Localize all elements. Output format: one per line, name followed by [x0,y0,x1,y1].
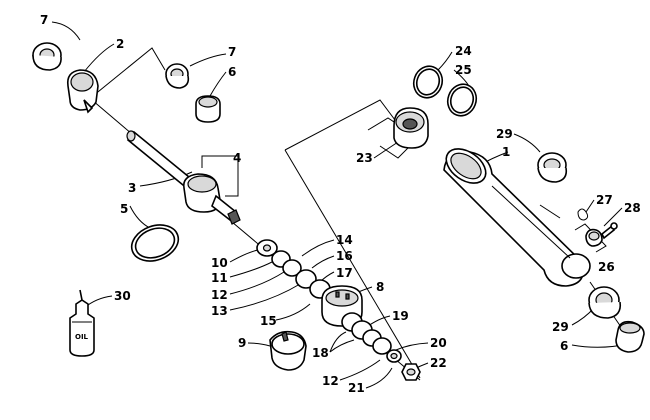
callout-2: 2 [116,37,124,51]
callout-20: 20 [430,336,447,350]
callout-12: 12 [322,374,339,388]
callout-24: 24 [455,44,472,58]
part-9-retaining-ring [269,330,307,371]
callout-28: 28 [624,201,641,215]
callout-22: 22 [430,356,447,370]
part-2-upper-eyelet [66,69,99,114]
callout-26: 26 [598,260,615,274]
callout-29: 29 [496,127,513,141]
callout-7: 7 [40,13,48,27]
callout-12: 12 [211,288,228,302]
callout-19: 19 [392,309,409,323]
part-28-screw [600,222,618,240]
part-23-floating-piston [393,107,429,149]
part-30-oil-bottle: OIL [69,289,95,357]
callout-3: 3 [128,181,136,195]
part-1-shock-body [443,148,591,287]
callout-1: 1 [502,145,510,159]
part-6-sleeve-upper [195,95,221,123]
callout-25: 25 [455,63,472,77]
callout-11: 11 [211,271,228,285]
callout-18: 18 [312,346,329,360]
callout-10: 10 [211,256,228,270]
oil-bottle-label: OIL [75,333,89,341]
callout-4: 4 [233,151,241,165]
callout-16: 16 [336,249,353,263]
callout-30: 30 [114,289,131,303]
callout-17: 17 [336,266,353,280]
callout-8: 8 [376,280,384,294]
callout-labels: 7 2 7 6 4 3 5 10 11 12 13 14 16 17 8 15 … [40,13,641,395]
part-29-bushing-lower [588,286,622,319]
part-7-bushing-left [32,42,62,71]
callout-9: 9 [238,336,246,350]
callout-7: 7 [228,45,236,59]
part-26-valve [585,228,603,247]
leader-lines [51,21,631,389]
callout-29: 29 [552,320,569,334]
callout-13: 13 [211,304,228,318]
callout-15: 15 [260,314,277,328]
callout-5: 5 [120,202,128,216]
part-24-o-ring [412,65,444,99]
part-valve-stack [256,239,421,381]
callout-14: 14 [336,233,353,247]
part-29-bushing-upper [537,152,568,183]
callout-21: 21 [348,381,365,395]
part-5-o-ring [130,224,180,262]
part-seal-head [182,173,241,225]
part-7-bushing-right [165,63,190,89]
callout-6: 6 [560,339,568,353]
callout-23: 23 [356,151,373,165]
part-27-clip [577,208,589,221]
callout-27: 27 [596,193,613,207]
callout-6: 6 [228,65,236,79]
part-25-o-ring [446,83,478,117]
part-6-sleeve-lower [615,320,645,353]
